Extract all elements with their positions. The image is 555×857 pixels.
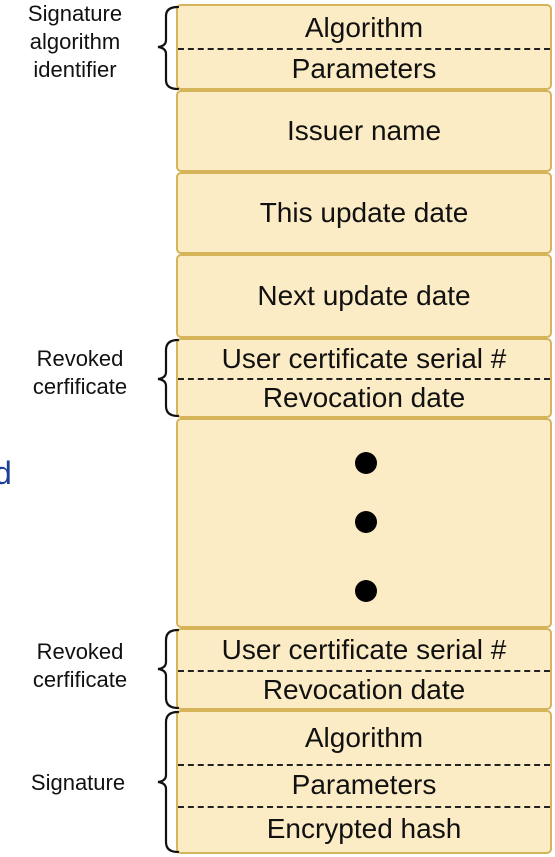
signature-box: Algorithm Parameters Encrypted hash — [176, 710, 552, 854]
algorithm-field: Algorithm — [304, 12, 424, 43]
signature-algorithm-label: Signature algorithm identifier — [27, 1, 123, 82]
ellipsis-dot — [355, 452, 377, 474]
field-divider — [178, 806, 550, 808]
stray-text-fragment: d — [0, 455, 12, 491]
revoked-certificate-label: Revoked cerfificate — [32, 639, 128, 692]
issuer-name-field: Issuer name — [286, 115, 442, 146]
brace-revoked-2 — [157, 628, 180, 710]
field-divider — [178, 378, 550, 380]
field-divider — [178, 764, 550, 766]
this-update-field: This update date — [259, 197, 469, 228]
field-divider — [178, 48, 550, 50]
this-update-box: This update date — [176, 172, 552, 254]
ellipsis-dot — [355, 580, 377, 602]
parameters-field: Parameters — [291, 769, 437, 800]
encrypted-hash-field: Encrypted hash — [266, 813, 462, 844]
brace-revoked-1 — [157, 338, 180, 418]
ellipsis-dot — [355, 511, 377, 533]
algorithm-field: Algorithm — [304, 722, 424, 753]
revocation-date-field: Revocation date — [262, 674, 466, 705]
revoked-certificate-box: User certificate serial # Revocation dat… — [176, 338, 552, 418]
revoked-certificate-label: Revoked cerfificate — [32, 346, 128, 399]
brace-signature-algorithm — [157, 5, 180, 91]
serial-number-field: User certificate serial # — [221, 343, 507, 374]
revoked-certificate-box: User certificate serial # Revocation dat… — [176, 628, 552, 710]
issuer-name-box: Issuer name — [176, 90, 552, 172]
field-divider — [178, 670, 550, 672]
revocation-date-field: Revocation date — [262, 382, 466, 413]
brace-signature — [157, 710, 180, 854]
parameters-field: Parameters — [291, 53, 437, 84]
next-update-box: Next update date — [176, 254, 552, 338]
serial-number-field: User certificate serial # — [221, 634, 507, 665]
next-update-field: Next update date — [257, 280, 471, 311]
signature-algorithm-box: Algorithm Parameters — [176, 4, 552, 90]
signature-label: Signature — [30, 770, 126, 795]
